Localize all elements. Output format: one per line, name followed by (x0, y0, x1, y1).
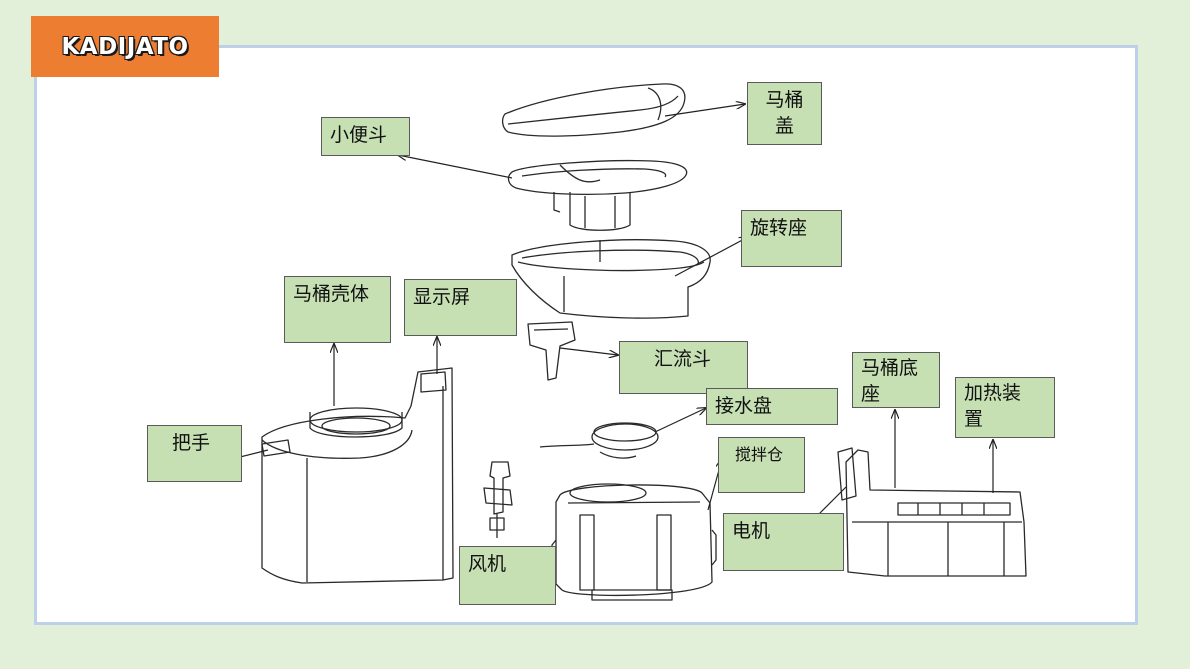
housing-part (261, 367, 454, 584)
label-housing: 马桶壳体 (284, 276, 391, 343)
label-handle: 把手 (147, 425, 242, 482)
label-display: 显示屏 (404, 279, 517, 336)
base-part (837, 447, 1027, 577)
diagram-frame (34, 45, 1138, 625)
label-urinal-funnel: 小便斗 (321, 117, 410, 156)
mixing-chamber-part (551, 483, 717, 601)
label-mixing-chamber: 搅拌仓 (718, 437, 805, 493)
label-motor: 电机 (723, 513, 844, 571)
urinal-funnel-part (507, 159, 688, 231)
drip-tray-part (539, 422, 659, 459)
label-rotating-seat: 旋转座 (741, 210, 842, 267)
label-heater: 加热装 置 (955, 377, 1055, 438)
rotating-seat-part (511, 239, 711, 319)
label-fan: 风机 (459, 546, 556, 605)
brand-logo: KADIJATO (31, 16, 219, 77)
fan-part (483, 461, 513, 538)
label-lid: 马桶 盖 (747, 82, 822, 145)
label-base: 马桶底 座 (852, 352, 940, 408)
label-collector-funnel: 汇流斗 (619, 341, 748, 394)
lid-part (501, 83, 686, 137)
label-drip-tray: 接水盘 (706, 388, 838, 425)
collector-funnel-part (527, 321, 576, 381)
